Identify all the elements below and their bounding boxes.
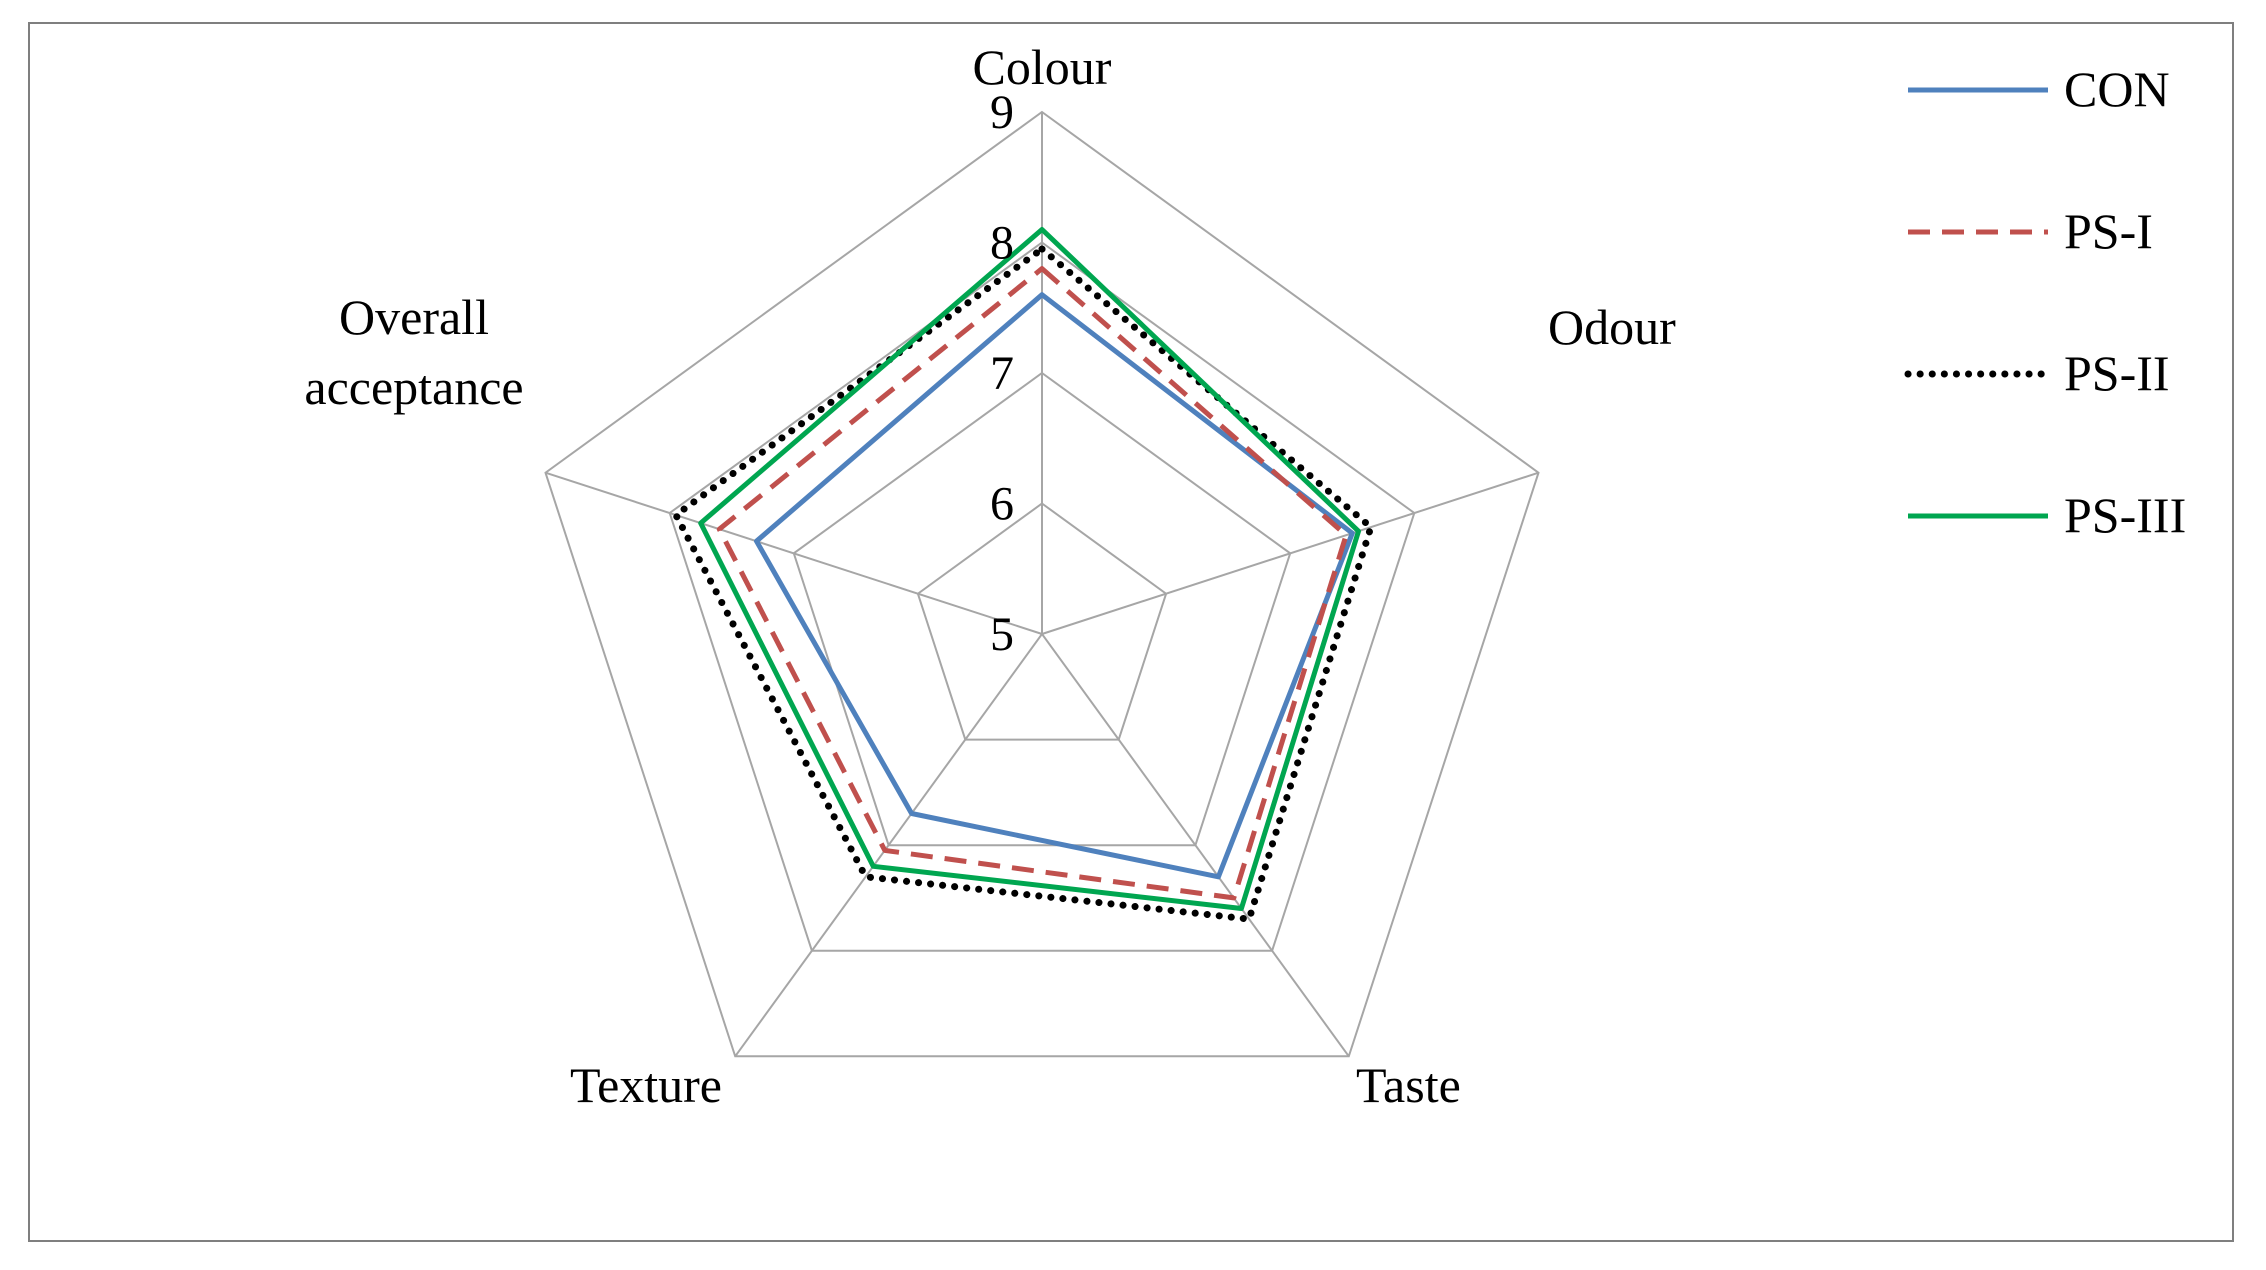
tick-label-7: 7 bbox=[990, 347, 1014, 400]
grid-spoke-1 bbox=[1041, 471, 1539, 635]
legend-item-ps-ii: PS-II bbox=[1904, 345, 2170, 401]
axis-label-odour: Odour bbox=[1548, 299, 1676, 355]
radar-tick-labels: 5 6 7 8 9 bbox=[990, 86, 1014, 661]
legend-label-ps-iii: PS-III bbox=[2064, 487, 2186, 543]
legend-label-ps-i: PS-I bbox=[2064, 203, 2153, 259]
grid-spoke-3 bbox=[734, 633, 1043, 1057]
tick-label-8: 8 bbox=[990, 217, 1014, 270]
legend-item-con: CON bbox=[1908, 61, 2170, 117]
grid-ring-6 bbox=[916, 502, 1168, 741]
series-ps-i-polygon bbox=[716, 266, 1349, 901]
axis-label-colour: Colour bbox=[973, 39, 1112, 95]
grid-spoke-4 bbox=[545, 471, 1043, 635]
tick-label-9: 9 bbox=[990, 86, 1014, 139]
radar-grid bbox=[544, 110, 1540, 1058]
legend-item-ps-iii: PS-III bbox=[1908, 487, 2186, 543]
grid-ring-7 bbox=[792, 371, 1292, 847]
axis-label-texture: Texture bbox=[570, 1057, 722, 1113]
axis-label-taste: Taste bbox=[1356, 1057, 1461, 1113]
chart-legend: CON PS-I PS-II PS-III bbox=[1904, 61, 2186, 543]
series-ps-iii-polygon bbox=[698, 227, 1361, 911]
tick-label-5: 5 bbox=[990, 608, 1014, 661]
legend-label-ps-ii: PS-II bbox=[2064, 345, 2170, 401]
tick-label-6: 6 bbox=[990, 478, 1014, 531]
grid-spoke-2 bbox=[1041, 633, 1350, 1057]
radar-series bbox=[672, 227, 1375, 923]
legend-item-ps-i: PS-I bbox=[1908, 203, 2153, 259]
legend-label-con: CON bbox=[2064, 61, 2170, 117]
grid-ring-9 bbox=[544, 110, 1540, 1058]
grid-ring-8 bbox=[668, 241, 1416, 952]
